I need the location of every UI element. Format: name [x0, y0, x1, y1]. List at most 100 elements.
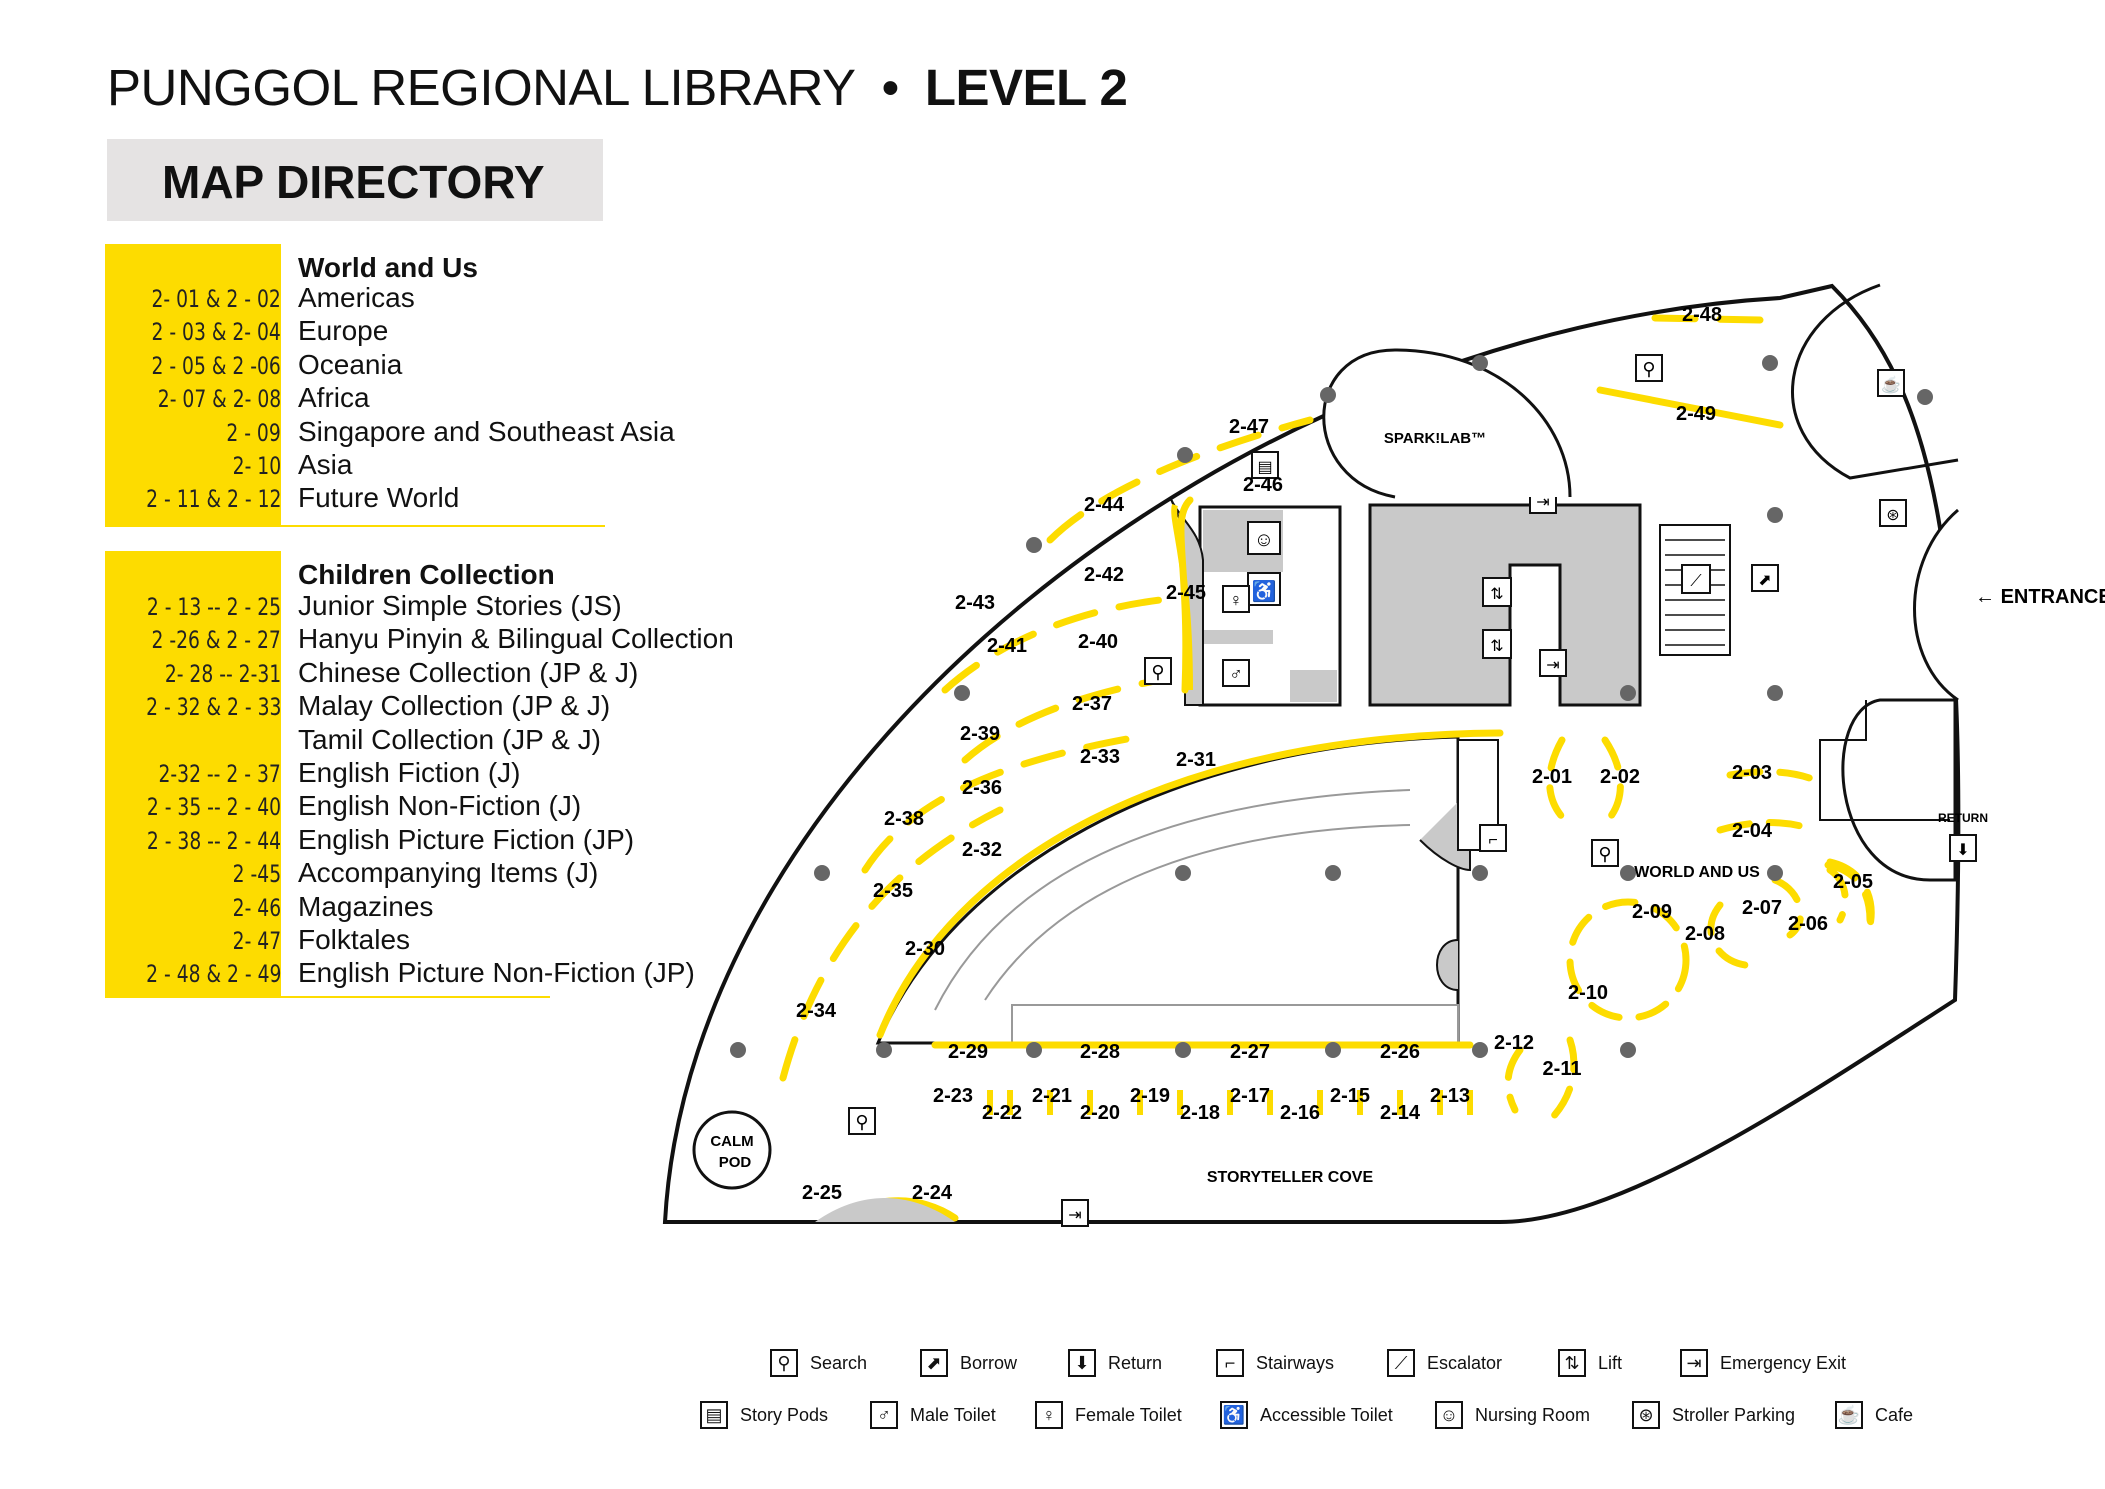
legend-item: ⬇Return	[1068, 1345, 1162, 1381]
directory-name: English Fiction (J)	[298, 757, 521, 788]
directory-name: Folktales	[298, 924, 411, 955]
directory-name: Accompanying Items (J)	[298, 857, 599, 889]
shelf-label: 2-36	[962, 777, 1002, 799]
directory-row: 2 - 09 Singapore and Southeast Asia	[105, 416, 805, 449]
directory-name: Africa	[298, 382, 370, 414]
legend-item: ☺Nursing Room	[1435, 1397, 1590, 1433]
legend-label: Stairways	[1256, 1352, 1335, 1373]
children-code-bar	[105, 551, 281, 997]
shelf-label: 2-30	[905, 938, 945, 960]
stairways-icon: ⌐	[1216, 1349, 1244, 1377]
shelf-label: 2-18	[1180, 1102, 1220, 1124]
directory-name: English Picture Fiction (JP)	[298, 823, 635, 855]
directory-code: 2 - 09	[226, 418, 281, 447]
svg-text:⇅: ⇅	[1490, 586, 1503, 603]
legend-label: Nursing Room	[1475, 1404, 1591, 1425]
shelf-label: 2-05	[1833, 871, 1873, 893]
legend-item: ⚲Search	[770, 1345, 867, 1381]
world-shelves	[1504, 736, 1875, 1124]
shelf-label: 2-31	[1176, 749, 1216, 771]
shelf-label: 2-06	[1788, 913, 1828, 935]
shelf-label: 2-10	[1568, 982, 1608, 1004]
map-directory-title: MAP DIRECTORY	[162, 156, 545, 208]
legend-label: Return	[1108, 1352, 1163, 1373]
shelf-label: 2-03	[1732, 762, 1772, 784]
male-toilet-icon	[1222, 659, 1250, 687]
shelf-label: 2-14	[1380, 1102, 1421, 1124]
search-icon	[1635, 354, 1663, 382]
shelf-label: 2-16	[1280, 1102, 1320, 1124]
nursing-room-icon	[1247, 521, 1281, 555]
directory-name: Chinese Collection (JP & J)	[298, 656, 639, 688]
shelf-label: 2-08	[1685, 923, 1725, 945]
legend-item: ⟋Escalator	[1387, 1345, 1502, 1381]
lift-icon	[1482, 629, 1512, 659]
svg-text:☺: ☺	[1254, 529, 1274, 551]
svg-text:♀: ♀	[1229, 590, 1243, 610]
story-pods-icon	[1251, 451, 1279, 479]
svg-text:⚲: ⚲	[1642, 359, 1655, 379]
shelf-label: 2-40	[1078, 631, 1118, 653]
world-and-us-label: WORLD AND US	[1634, 864, 1760, 881]
entrance-notch	[1913, 508, 1959, 702]
shelf-label: 2-49	[1676, 403, 1716, 425]
page-title: PUNGGOL REGIONAL LIBRARY•LEVEL 2	[107, 58, 1128, 117]
storyteller-shelves	[987, 1090, 1473, 1115]
legend-label: Stroller Parking	[1672, 1404, 1796, 1425]
directory-name: Tamil Collection (JP & J)	[298, 723, 601, 755]
legend-item: ⇅Lift	[1558, 1345, 1622, 1381]
legend-item: ♂Male Toilet	[870, 1397, 996, 1433]
shelf-label: 2-09	[1632, 901, 1672, 923]
stroller-parking-icon: ⊛	[1632, 1401, 1660, 1429]
svg-text:⚲: ⚲	[855, 1112, 868, 1132]
directory-code: 2 - 11 & 2 - 12	[145, 485, 281, 514]
shelf-label: 2-32	[962, 839, 1002, 861]
shelf-label: 2-44	[1084, 494, 1125, 516]
female-toilet-icon	[1222, 585, 1250, 613]
directory-name: Europe	[298, 315, 389, 347]
lift-icon	[1482, 577, 1512, 607]
legend-item: ⬈Borrow	[920, 1345, 1017, 1381]
entrance-label: ← ENTRANCE	[1975, 586, 2105, 608]
legend-label: Female Toilet	[1075, 1404, 1182, 1425]
legend-item: ♀Female Toilet	[1035, 1397, 1182, 1433]
shelf-label: 2-15	[1330, 1085, 1370, 1107]
shelf-label: 2-04	[1732, 820, 1773, 842]
shelf-label: 2-13	[1430, 1085, 1470, 1107]
legend-label: Male Toilet	[910, 1404, 996, 1425]
directory-code: 2- 10	[232, 452, 281, 480]
storyteller-cove-label: STORYTELLER COVE	[1207, 1169, 1374, 1186]
search-icon	[848, 1107, 876, 1135]
directory-name: Americas	[298, 282, 415, 313]
legend-item: ⊛ Stroller Parking	[1632, 1397, 1795, 1433]
svg-text:⇥: ⇥	[1546, 657, 1559, 674]
directory-code: 2- 28 -- 2-31	[164, 659, 281, 688]
shelf-label: 2-23	[933, 1085, 973, 1107]
pillars	[730, 355, 1933, 1058]
search-icon	[1591, 839, 1619, 867]
directory-name: Singapore and Southeast Asia	[298, 415, 675, 447]
shelf-label: 2-21	[1032, 1085, 1072, 1107]
shelf-label: 2-48	[1682, 304, 1722, 326]
emergency-exit-icon: ⇥	[1680, 1349, 1708, 1377]
shelf-label: 2-38	[884, 808, 924, 830]
cafe-icon	[1877, 369, 1905, 397]
directory-name: Junior Simple Stories (JS)	[298, 590, 622, 621]
world-divider	[105, 525, 605, 527]
shelf-label: 2-37	[1072, 693, 1112, 715]
return-label: RETURN	[1938, 811, 1988, 825]
calm-pod-label-2: POD	[719, 1154, 752, 1171]
level-label: LEVEL 2	[924, 59, 1128, 116]
borrow-icon: ⬈	[920, 1349, 948, 1377]
search-icon	[1144, 657, 1172, 685]
shelf-label: 2-42	[1084, 564, 1124, 586]
shelf-labels: 2-01 2-02 2-03 2-04 2-05 2-06 2-07 2-08 …	[796, 304, 1873, 1204]
